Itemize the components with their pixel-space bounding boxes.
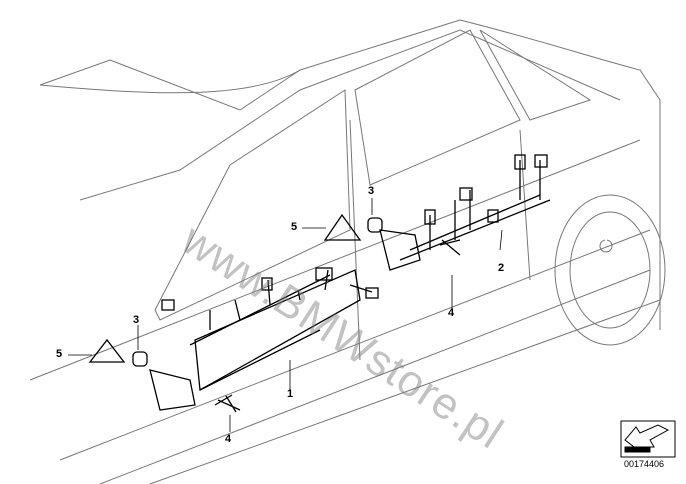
callout-4-right: 4 xyxy=(448,307,455,319)
callout-5-right: 5 xyxy=(291,221,298,233)
callout-1: 1 xyxy=(287,388,294,400)
callout-5-left: 5 xyxy=(56,348,63,360)
callout-3-left: 3 xyxy=(133,314,140,326)
document-number: 00174406 xyxy=(624,459,665,469)
callout-2: 2 xyxy=(498,262,505,274)
callout-4-left: 4 xyxy=(225,433,232,445)
direction-arrow-icon xyxy=(620,420,676,458)
callout-3-right: 3 xyxy=(368,185,375,197)
